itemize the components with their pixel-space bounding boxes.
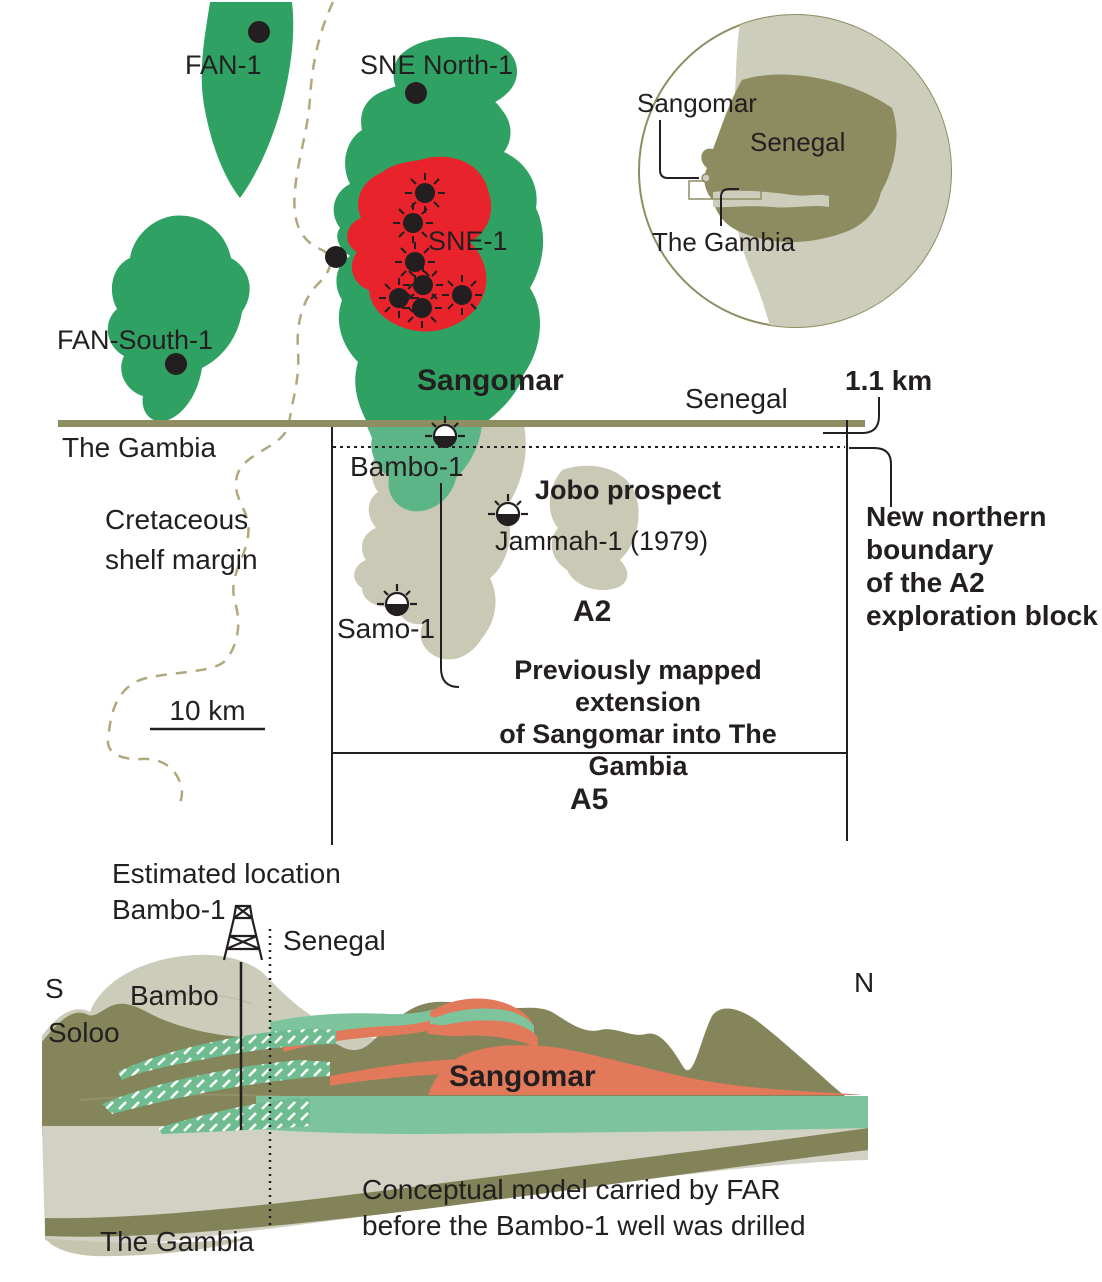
prev-extension-label: Previously mapped extension of Sangomar … (499, 655, 777, 781)
fan-south1-well-dot (165, 353, 187, 375)
fan-south-field (107, 215, 250, 422)
inset-sangomar-leader (659, 120, 699, 179)
xsec-south-label: S (45, 973, 64, 1004)
xsec-hatched-lenses (102, 1028, 336, 1134)
sangomar-extension-green (366, 424, 482, 512)
sne-oil-well-1 (404, 172, 446, 214)
gambia-label: The Gambia (62, 432, 217, 463)
well-symbols (165, 21, 530, 617)
sne1-label: SNE-1 (428, 226, 508, 256)
fan1-field (201, 2, 294, 198)
inset-locator-map (638, 14, 952, 328)
west-well-dot (325, 246, 347, 268)
jobo-label: Jobo prospect (535, 475, 722, 505)
sne-north1-well-dot (405, 82, 427, 104)
bambo1-label: Bambo-1 (350, 451, 464, 482)
xsec-green-main-band (256, 1096, 868, 1134)
inset-gambia-leader (720, 188, 739, 226)
xsec-senegal-label: Senegal (283, 925, 386, 956)
senegal-label: Senegal (685, 383, 788, 414)
xsec-caption: Conceptual model carried by FAR before t… (362, 1174, 806, 1242)
fan1-well-dot (248, 21, 270, 43)
xsec-olive-bottom-streak (45, 1128, 868, 1237)
xsec-orange-hill-band2 (428, 1020, 538, 1048)
cretaceous-shelf-margin-line (106, 1, 335, 807)
distance-leader (823, 397, 880, 434)
distance-label: 1.1 km (845, 365, 933, 396)
jammah-label: Jammah-1 (1979) (495, 526, 709, 556)
bambo1-extension-leader (440, 483, 460, 688)
fan1-label: FAN-1 (185, 50, 262, 80)
xsec-north-label: N (854, 967, 875, 998)
sne-oil-well-2 (392, 202, 434, 244)
inset-senegal-label: Senegal (750, 127, 846, 157)
exploration-blocks (331, 420, 848, 845)
cretaceous-label: Cretaceous shelf margin (105, 504, 258, 575)
sne-north1-label: SNE North-1 (360, 50, 514, 80)
inset-block-outline (688, 180, 762, 200)
leader-lines (440, 397, 892, 688)
field-outlines (107, 2, 544, 424)
fan-south1-label: FAN-South-1 (57, 325, 214, 355)
boundary-text-leader (849, 447, 892, 507)
xsec-sangomar-label: Sangomar (449, 1060, 596, 1093)
inset-gambia-label: The Gambia (652, 227, 796, 257)
jobo-prospect-blob (549, 465, 639, 591)
sne-oil-well-6 (401, 287, 443, 329)
scale-label: 10 km (169, 695, 246, 726)
samo1-label: Samo-1 (337, 613, 436, 644)
block-a2-label: A2 (573, 595, 612, 628)
sangomar-field-label: Sangomar (417, 364, 564, 397)
sne-oil-well-7 (441, 274, 483, 316)
xsec-orange-main-body (428, 1045, 862, 1095)
xsec-estimated-location-label: Estimated location Bambo-1 (112, 858, 341, 926)
new-boundary-label: New northern boundary of the A2 explorat… (866, 501, 1098, 632)
xsec-bambo-label: Bambo (130, 980, 219, 1011)
inset-sangomar-label: Sangomar (637, 88, 757, 118)
block-a5-label: A5 (570, 783, 609, 816)
derrick-icon (222, 904, 264, 961)
xsec-gambia-label: The Gambia (100, 1226, 255, 1257)
country-border-line (58, 420, 865, 427)
cross-section-artwork (42, 904, 868, 1257)
xsec-pale-bottom-sliver (45, 1238, 250, 1257)
inset-gambia-strip (713, 190, 829, 208)
xsec-soloo-label: Soloo (48, 1017, 120, 1048)
inset-sangomar-marker (701, 173, 711, 183)
